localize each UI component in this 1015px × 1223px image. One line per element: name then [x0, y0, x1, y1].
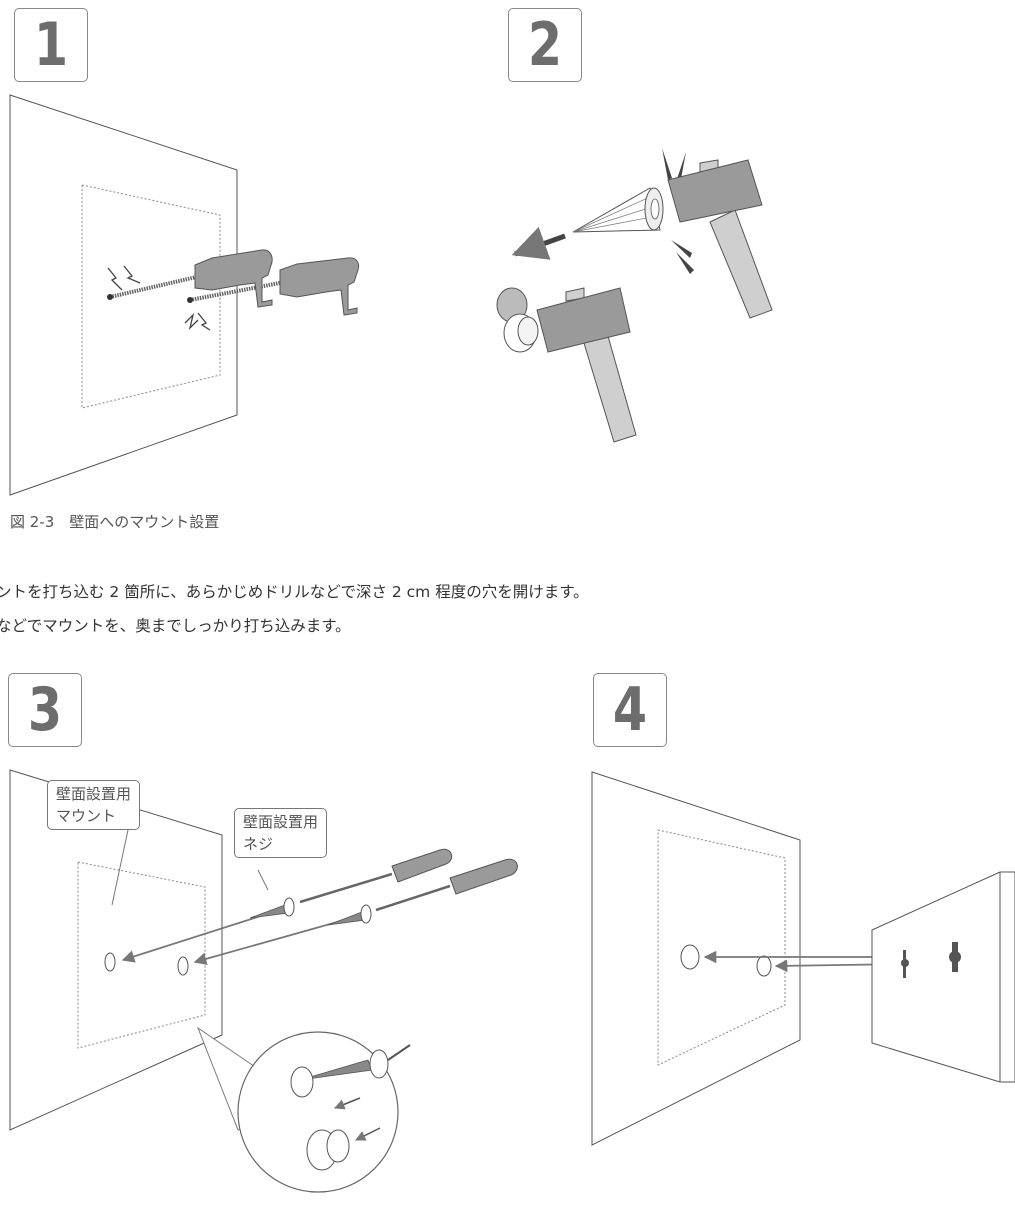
mount-area-outline-1 [81, 184, 221, 409]
hammer-icon [667, 159, 773, 319]
impact-spark-icon [107, 265, 141, 291]
panel-3-screwing [9, 769, 518, 1193]
step-3-box: 3 [8, 673, 82, 747]
mount-callout: 壁面設置用 マウント [47, 780, 141, 830]
step-2-number: 2 [527, 10, 563, 80]
motion-arrow [511, 226, 566, 260]
screwdriver-icon [299, 848, 453, 904]
screw-icon [327, 904, 372, 926]
screw-callout-line2: ネジ [243, 835, 274, 853]
step-2-box: 2 [508, 8, 582, 82]
mount-area-outline-3 [77, 861, 206, 1049]
step-4-box: 4 [593, 673, 667, 747]
screw-callout: 壁面設置用 ネジ [234, 808, 328, 858]
wall-anchor-icon [572, 187, 664, 233]
step-1-number: 1 [33, 10, 69, 80]
instruction-line-2: などでマウントを、奥までしっかり打ち込みます。 [0, 617, 351, 635]
screwdriver-icon [375, 858, 518, 912]
step-1-box: 1 [14, 8, 88, 82]
hammer-icon [536, 287, 637, 443]
installed-anchor-icon [496, 287, 539, 353]
drill-icon [194, 249, 273, 308]
panel-2-hammering [496, 148, 773, 443]
panel-4-hanging [591, 771, 1015, 1146]
mount-area-outline-4 [657, 829, 786, 1066]
detail-magnifier [237, 1031, 411, 1193]
figure-caption: 図 2-3 壁面へのマウント設置 [10, 513, 220, 531]
screw-icon [249, 897, 295, 919]
drill-bit-lower [189, 280, 286, 302]
mount-callout-line2: マウント [56, 807, 117, 825]
device-icon [871, 871, 1015, 1083]
impact-spark-icon [184, 312, 211, 331]
wall-panel-3 [9, 769, 223, 1131]
panel-1-drilling [9, 94, 360, 496]
drill-icon [279, 257, 360, 316]
instruction-line-1: ントを打ち込む 2 箇所に、あらかじめドリルなどで深さ 2 cm 程度の穴を開け… [0, 583, 589, 601]
mount-callout-line1: 壁面設置用 [56, 785, 132, 803]
screw-callout-line1: 壁面設置用 [243, 813, 319, 831]
drill-bit-upper [109, 273, 206, 299]
step-4-number: 4 [612, 675, 648, 745]
step-3-number: 3 [27, 675, 63, 745]
